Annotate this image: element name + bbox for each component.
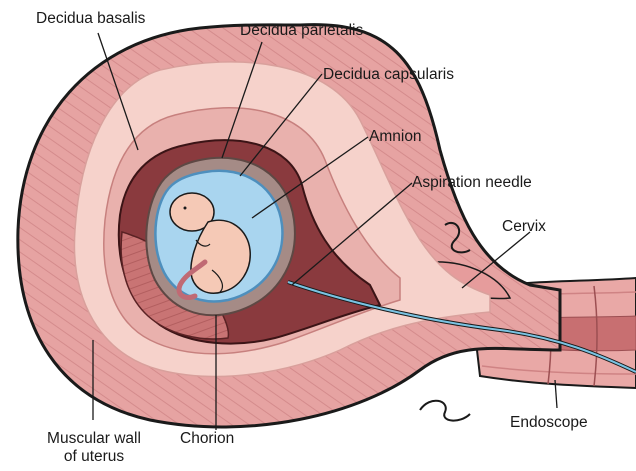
label-decidua-basalis: Decidua basalis xyxy=(36,10,145,28)
label-muscular-wall-line2: of uterus xyxy=(28,448,160,466)
peritoneum-squiggle-bottom xyxy=(420,401,470,421)
label-cervix: Cervix xyxy=(502,218,546,236)
label-muscular-wall-line1: Muscular wall xyxy=(28,430,160,448)
label-muscular-wall: Muscular wall of uterus xyxy=(28,430,160,466)
label-decidua-parietalis: Decidua parietalis xyxy=(240,22,363,40)
label-endoscope: Endoscope xyxy=(510,414,588,432)
label-amnion: Amnion xyxy=(369,128,422,146)
label-chorion: Chorion xyxy=(180,430,234,448)
label-decidua-capsularis: Decidua capsularis xyxy=(323,66,454,84)
label-aspiration-needle: Aspiration needle xyxy=(412,174,532,192)
